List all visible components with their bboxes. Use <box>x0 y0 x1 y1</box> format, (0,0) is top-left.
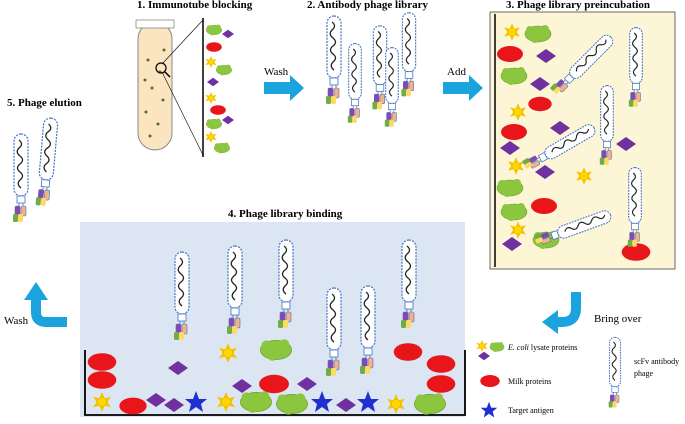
step5-title: 5. Phage elution <box>7 97 82 109</box>
legend-milk: Milk proteins <box>508 377 552 386</box>
add-arrow <box>443 75 483 101</box>
legend-scfv-1: scFv antibody <box>634 357 680 366</box>
step2-title: 2. Antibody phage library <box>307 0 429 11</box>
bring-over-arrow <box>542 292 581 334</box>
preincubation-panel <box>489 11 676 270</box>
blocked-surface-proteins <box>205 24 234 154</box>
wash-arrow-left <box>24 282 67 327</box>
legend-ecoli-rest: lysate proteins <box>528 343 578 352</box>
eluted-phages <box>12 116 59 223</box>
legend-scfv-2: phage <box>634 369 654 378</box>
wash-label-left: Wash <box>4 315 29 327</box>
wash-arrow-top <box>264 75 304 101</box>
legend-ecoli-italic: E. coli <box>508 343 529 352</box>
bring-over-label: Bring over <box>594 313 642 325</box>
step4-title: 4. Phage library binding <box>228 208 343 220</box>
step3-title: 3. Phage library preincubation <box>506 0 651 11</box>
legend-target: Target antigen <box>508 406 554 415</box>
legend-ecoli: E. coli lysate proteins <box>508 343 577 352</box>
phage-library <box>325 12 417 128</box>
step1-title: 1. Immunotube blocking <box>137 0 253 11</box>
wash-label-top: Wash <box>264 66 289 78</box>
add-label: Add <box>447 66 466 78</box>
binding-panel <box>80 222 466 417</box>
immunotube <box>135 18 204 157</box>
